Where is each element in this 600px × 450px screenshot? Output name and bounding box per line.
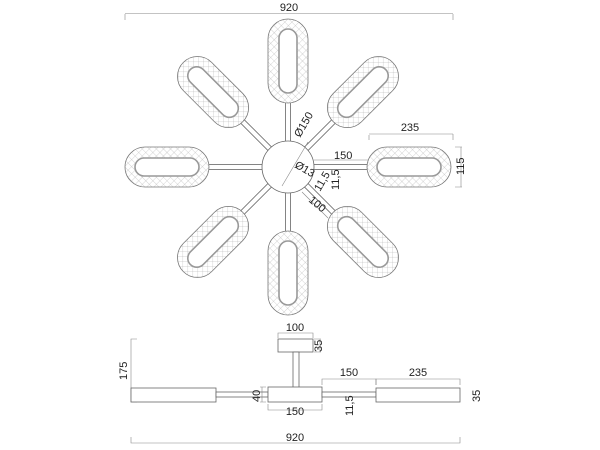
right-lamp-side bbox=[375, 387, 461, 403]
lamp-diffuser bbox=[134, 157, 200, 177]
lamps bbox=[124, 18, 452, 316]
lamp bbox=[326, 205, 399, 278]
lamp-arm-assembly bbox=[285, 190, 291, 236]
lamp bbox=[267, 18, 309, 104]
lamp-arm-assembly bbox=[285, 98, 291, 144]
side-lamp-length-label: 235 bbox=[409, 367, 427, 379]
arm bbox=[285, 190, 291, 236]
lamp bbox=[326, 56, 399, 129]
lamp-diffuser bbox=[336, 215, 390, 269]
side-lamp-height-label: 35 bbox=[471, 390, 483, 402]
hub-diameter-label: Ø150 bbox=[292, 110, 316, 139]
lamp-length-label: 235 bbox=[401, 122, 419, 134]
arm-width-label-b: 11,5 bbox=[330, 169, 342, 190]
lamp-diffuser bbox=[278, 240, 298, 306]
stem bbox=[292, 351, 300, 389]
lamp-arm-assembly bbox=[237, 116, 274, 153]
canopy bbox=[277, 338, 314, 353]
arm bbox=[204, 164, 265, 170]
lamp-width-label: 115 bbox=[455, 157, 467, 175]
canopy-width-label: 100 bbox=[286, 322, 304, 334]
side-overall-width-dimension bbox=[130, 437, 461, 444]
lamp-diffuser bbox=[186, 215, 240, 269]
canopy-height-label: 35 bbox=[313, 340, 325, 352]
lamp bbox=[267, 230, 309, 316]
hub-side bbox=[267, 386, 323, 403]
top-view: 920 Ø150 Ø13 235 115 150 11,5 11,5 100 bbox=[124, 2, 467, 316]
lamp-diffuser bbox=[376, 157, 442, 177]
arm bbox=[237, 181, 274, 218]
arm bbox=[311, 164, 372, 170]
arm-length-label: 150 bbox=[334, 150, 352, 162]
side-arm-length-label: 150 bbox=[340, 367, 358, 379]
lamp bbox=[366, 146, 452, 188]
canopy-width-dimension bbox=[277, 332, 314, 338]
lamp-length-dimension: 235 bbox=[368, 122, 454, 140]
lamp-diffuser bbox=[186, 65, 240, 119]
arm bbox=[285, 98, 291, 144]
lamp-diffuser bbox=[278, 28, 298, 94]
lamp-width-dimension: 115 bbox=[455, 146, 467, 188]
lamp bbox=[124, 146, 210, 188]
arm bbox=[237, 116, 274, 153]
hub-width-label: 150 bbox=[286, 406, 304, 418]
overall-width-dimension: 920 bbox=[124, 2, 454, 20]
lamp bbox=[177, 205, 250, 278]
lamp-arm-assembly bbox=[204, 164, 265, 170]
total-height-label: 175 bbox=[118, 362, 130, 380]
arm-thickness-label: 11,5 bbox=[344, 395, 356, 416]
left-lamp-side bbox=[130, 387, 217, 403]
overall-width-label: 920 bbox=[280, 2, 298, 14]
lamp-diffuser bbox=[336, 65, 390, 119]
lamp bbox=[177, 56, 250, 129]
hub-diameter-line bbox=[281, 141, 309, 187]
side-overall-width-label: 920 bbox=[286, 432, 304, 444]
arm-offset-dimension bbox=[301, 191, 329, 219]
arm-offset-label: 100 bbox=[306, 194, 328, 215]
lamp-arm-assembly bbox=[237, 181, 274, 218]
hub-height-label: 40 bbox=[251, 390, 263, 402]
lamp-arm-assembly bbox=[311, 164, 372, 170]
side-view: 100 35 175 40 150 150 235 35 11,5 920 bbox=[118, 322, 483, 444]
